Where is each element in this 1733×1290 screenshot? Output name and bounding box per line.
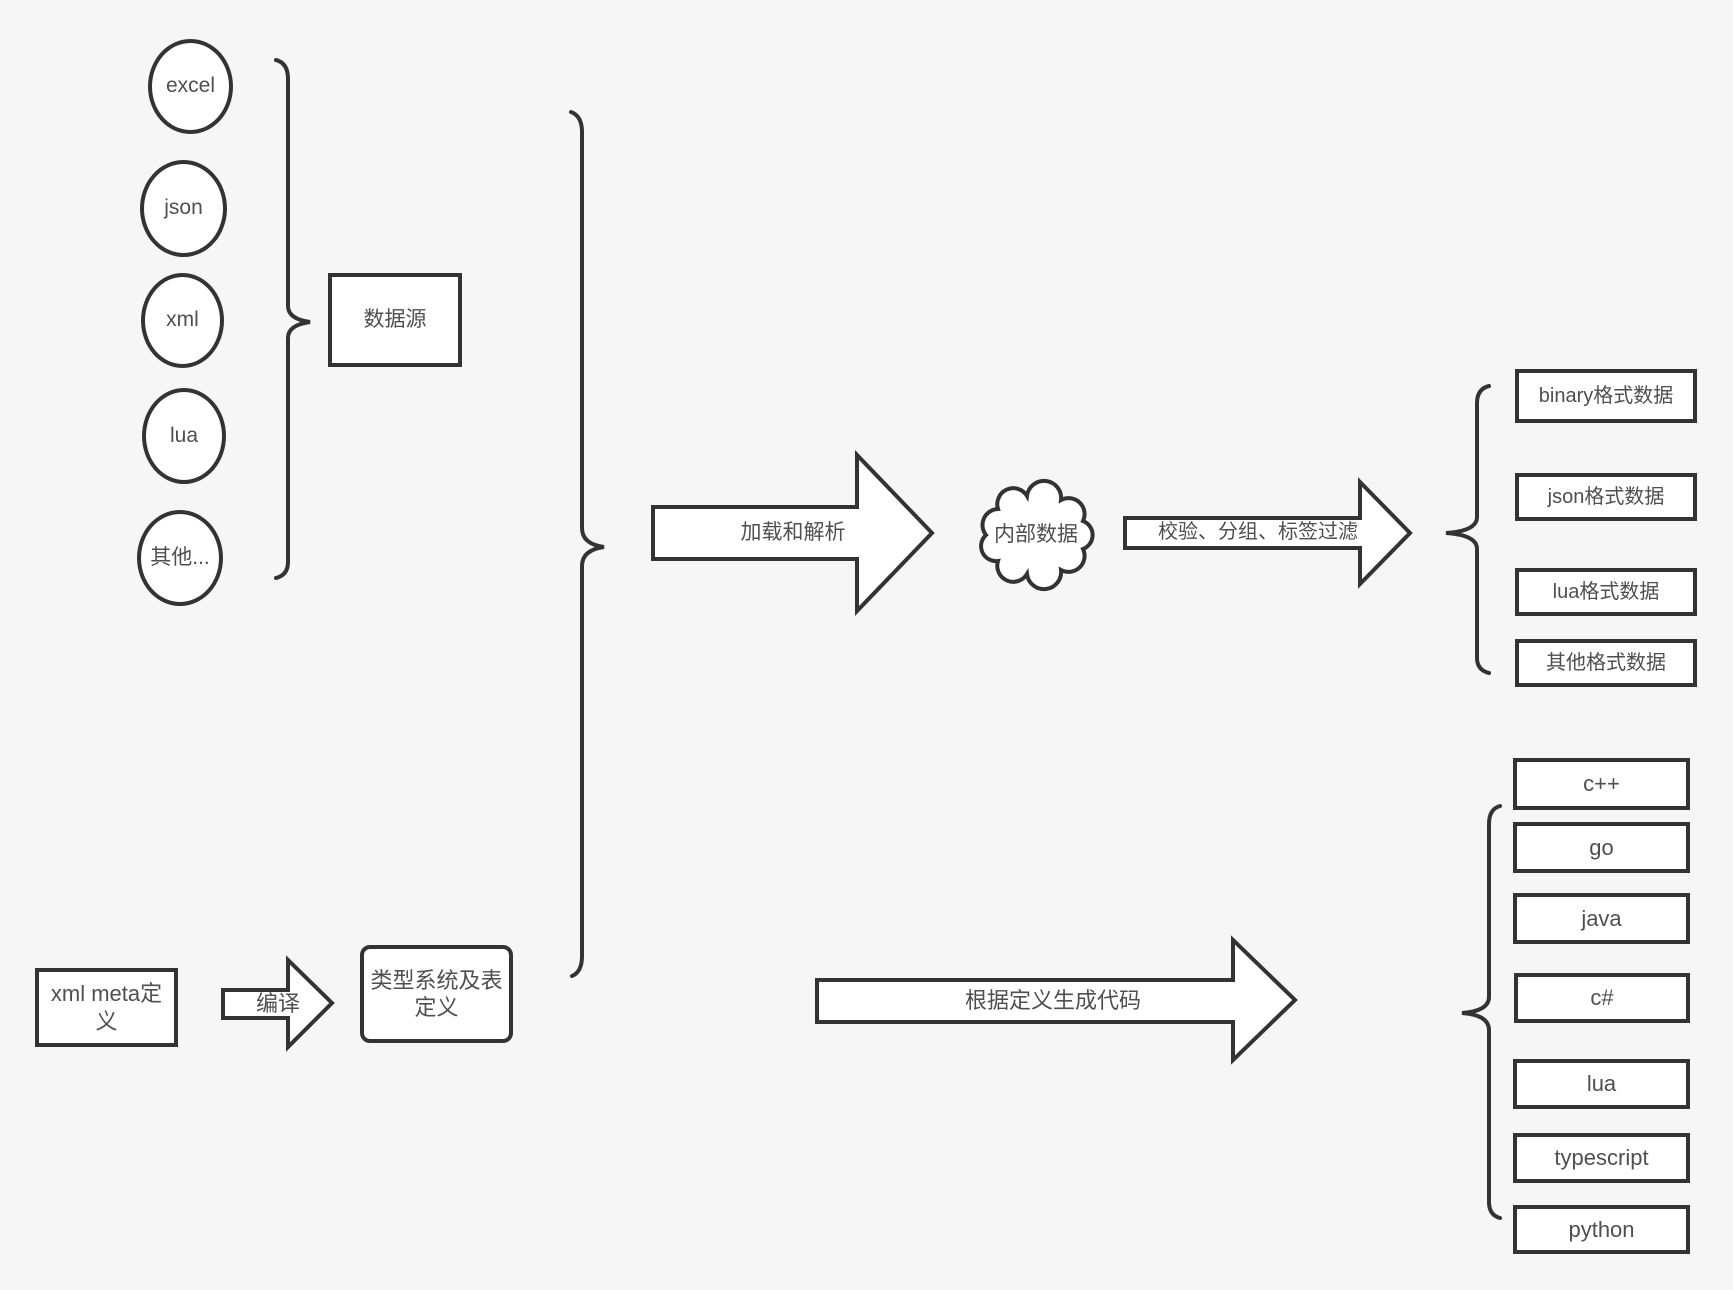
source-circle-lua: lua (142, 388, 226, 484)
load-parse-arrow (651, 450, 935, 616)
source-circle-json: json (140, 160, 227, 257)
data-source-box: 数据源 (328, 273, 462, 367)
source-circle-other: 其他... (137, 510, 223, 606)
formats-brace (1445, 384, 1491, 675)
internal-data-cloud (979, 478, 1095, 592)
format-box-binary: binary格式数据 (1515, 369, 1697, 423)
main-brace (569, 110, 605, 978)
xml-meta-box: xml meta定义 (35, 968, 178, 1047)
sources-brace (274, 58, 311, 580)
language-box-cpp: c++ (1513, 758, 1690, 810)
language-box-typescript: typescript (1513, 1133, 1690, 1183)
language-box-lua: lua (1513, 1059, 1690, 1109)
load-parse-arrow-label: 加载和解析 (740, 520, 846, 544)
type-system-box: 类型系统及表定义 (360, 945, 513, 1043)
language-box-csharp: c# (1514, 973, 1690, 1023)
source-circle-excel: excel (148, 39, 233, 134)
filter-arrow-label: 校验、分组、标签过滤 (1158, 520, 1358, 543)
languages-brace (1461, 804, 1502, 1220)
language-box-python: python (1513, 1205, 1690, 1254)
filter-arrow (1123, 477, 1413, 589)
codegen-arrow-label: 根据定义生成代码 (964, 988, 1141, 1014)
compile-arrow (221, 955, 335, 1052)
format-box-other: 其他格式数据 (1515, 639, 1697, 687)
format-box-lua: lua格式数据 (1515, 568, 1697, 616)
internal-data-label: 内部数据 (994, 522, 1078, 546)
language-box-java: java (1513, 893, 1690, 944)
format-box-json: json格式数据 (1515, 473, 1697, 521)
compile-arrow-label: 编译 (255, 991, 300, 1017)
codegen-arrow (815, 935, 1298, 1065)
source-circle-xml: xml (141, 273, 224, 368)
language-box-go: go (1513, 822, 1690, 873)
